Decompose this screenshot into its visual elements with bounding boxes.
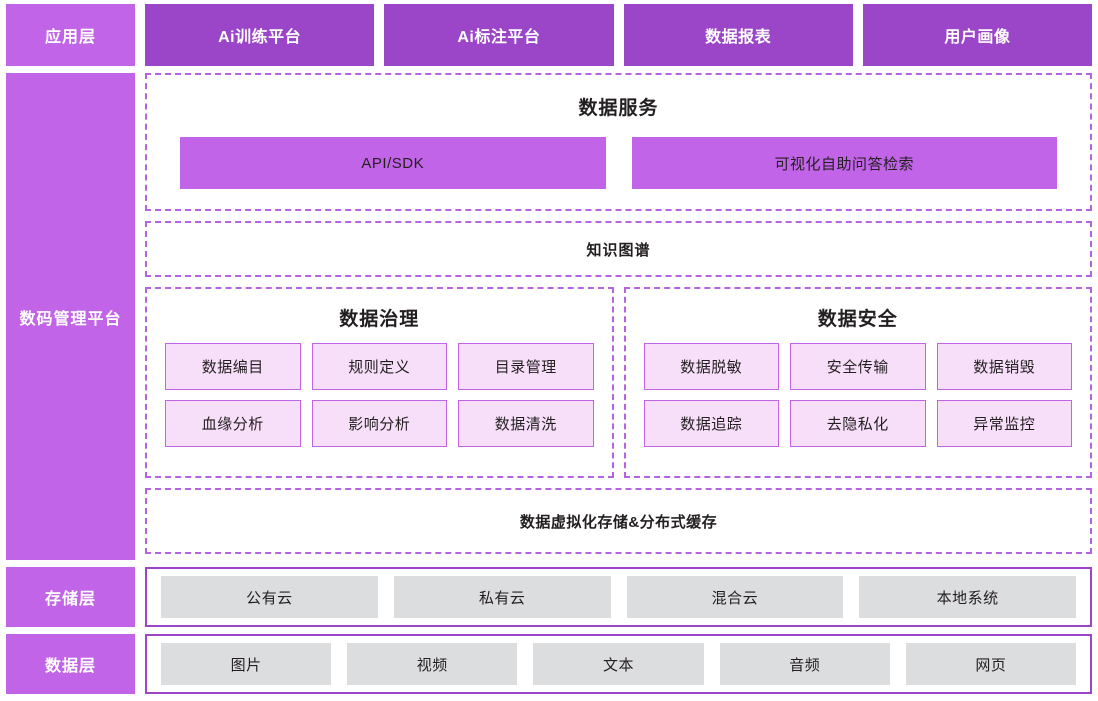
layer-label-data-text: 数据层	[44, 658, 96, 675]
security-tile-data-destruction[interactable]: 数据销毁	[936, 343, 1072, 390]
service-box-visual-qa-search[interactable]: 可视化自助问答检索	[631, 137, 1057, 189]
storage-layer-row: 存储层 公有云 私有云 混合云 本地系统	[6, 567, 1092, 627]
knowledge-graph-title: 知识图谱	[586, 241, 651, 259]
security-tile-secure-transfer[interactable]: 安全传输	[790, 343, 926, 390]
data-box-audio-label: 音频	[789, 656, 821, 674]
app-box-data-report-label: 数据报表	[705, 29, 772, 46]
data-virtualization-title: 数据虚拟化存储&分布式缓存	[519, 513, 718, 531]
data-service-title: 数据服务	[578, 98, 659, 119]
data-box-audio[interactable]: 音频	[719, 643, 890, 685]
storage-box-local-system-label: 本地系统	[936, 589, 999, 607]
platform-layer-body: 数据服务 API/SDK 可视化自助问答检索 知识图谱 数据治理	[145, 73, 1092, 560]
storage-layer-panel: 公有云 私有云 混合云 本地系统	[145, 567, 1092, 627]
app-box-ai-training-label: Ai训练平台	[218, 29, 302, 46]
data-layer-row: 数据层 图片 视频 文本 音频 网页	[6, 634, 1092, 694]
governance-tile-rule-definition[interactable]: 规则定义	[311, 343, 447, 390]
layer-label-application-text: 应用层	[44, 29, 96, 46]
service-box-api-sdk-label: API/SDK	[361, 154, 425, 172]
data-box-text[interactable]: 文本	[533, 643, 704, 685]
app-box-data-report[interactable]: 数据报表	[623, 4, 853, 66]
layer-label-storage-text: 存储层	[44, 591, 96, 608]
governance-tile-data-cleansing-label: 数据清洗	[494, 416, 557, 433]
layer-label-platform: 数码管理平台	[6, 73, 135, 560]
app-box-ai-annotation-label: Ai标注平台	[457, 29, 541, 46]
data-security-title: 数据安全	[817, 309, 898, 330]
layer-label-application: 应用层	[6, 4, 135, 66]
governance-tile-impact-analysis[interactable]: 影响分析	[311, 400, 447, 447]
storage-box-public-cloud-label: 公有云	[246, 589, 293, 607]
data-security-block: 数据安全 数据脱敏 安全传输 数据销毁 数据追踪	[623, 287, 1092, 478]
platform-layer-row: 数码管理平台 数据服务 API/SDK 可视化自助问答检索 知识图谱	[6, 73, 1092, 560]
application-layer-row: 应用层 Ai训练平台 Ai标注平台 数据报表 用户画像	[6, 4, 1092, 66]
app-box-user-profile[interactable]: 用户画像	[862, 4, 1092, 66]
data-box-webpage[interactable]: 网页	[905, 643, 1077, 685]
storage-box-public-cloud[interactable]: 公有云	[161, 576, 378, 618]
governance-tile-impact-analysis-label: 影响分析	[348, 416, 411, 433]
governance-tile-directory-management[interactable]: 目录管理	[458, 343, 594, 390]
data-box-video[interactable]: 视频	[347, 643, 518, 685]
layer-label-storage: 存储层	[6, 567, 135, 627]
app-box-ai-training[interactable]: Ai训练平台	[145, 4, 375, 66]
service-box-api-sdk[interactable]: API/SDK	[180, 137, 606, 189]
storage-box-private-cloud[interactable]: 私有云	[393, 576, 611, 618]
data-box-webpage-label: 网页	[975, 656, 1007, 674]
security-tile-data-masking-label: 数据脱敏	[680, 359, 743, 376]
governance-tile-rule-definition-label: 规则定义	[348, 359, 411, 376]
app-box-user-profile-label: 用户画像	[944, 29, 1011, 46]
layer-label-data: 数据层	[6, 634, 135, 694]
data-box-text-label: 文本	[603, 656, 635, 674]
governance-tile-data-cleansing[interactable]: 数据清洗	[458, 400, 594, 447]
governance-tile-directory-management-label: 目录管理	[494, 359, 557, 376]
data-layer-panel: 图片 视频 文本 音频 网页	[145, 634, 1092, 694]
storage-box-hybrid-cloud-label: 混合云	[711, 589, 759, 607]
governance-tile-data-catalog[interactable]: 数据编目	[165, 343, 301, 390]
governance-security-row: 数据治理 数据编目 规则定义 目录管理 血缘分析	[145, 287, 1092, 478]
data-security-tiles: 数据脱敏 安全传输 数据销毁 数据追踪 去隐私化	[643, 343, 1072, 447]
data-service-block: 数据服务 API/SDK 可视化自助问答检索	[145, 73, 1092, 211]
data-governance-block: 数据治理 数据编目 规则定义 目录管理 血缘分析	[145, 287, 614, 478]
governance-tile-lineage-analysis[interactable]: 血缘分析	[165, 400, 301, 447]
storage-box-hybrid-cloud[interactable]: 混合云	[626, 576, 844, 618]
data-governance-tiles: 数据编目 规则定义 目录管理 血缘分析 影响分析	[165, 343, 594, 447]
security-tile-data-tracing[interactable]: 数据追踪	[643, 400, 779, 447]
data-box-video-label: 视频	[416, 656, 448, 674]
security-tile-de-privacy[interactable]: 去隐私化	[790, 400, 926, 447]
governance-tile-data-catalog-label: 数据编目	[201, 359, 264, 376]
application-layer-boxes: Ai训练平台 Ai标注平台 数据报表 用户画像	[145, 4, 1092, 66]
security-tile-de-privacy-label: 去隐私化	[826, 416, 889, 433]
security-tile-data-destruction-label: 数据销毁	[973, 359, 1036, 376]
data-box-image[interactable]: 图片	[161, 643, 332, 685]
data-governance-title: 数据治理	[339, 309, 420, 330]
storage-box-private-cloud-label: 私有云	[478, 589, 526, 607]
service-box-visual-qa-search-label: 可视化自助问答检索	[774, 155, 914, 173]
app-box-ai-annotation[interactable]: Ai标注平台	[384, 4, 614, 66]
security-tile-anomaly-monitoring[interactable]: 异常监控	[936, 400, 1072, 447]
data-service-boxes: API/SDK 可视化自助问答检索	[180, 137, 1057, 189]
knowledge-graph-block: 知识图谱	[145, 221, 1092, 277]
data-virtualization-block: 数据虚拟化存储&分布式缓存	[145, 488, 1092, 554]
security-tile-data-masking[interactable]: 数据脱敏	[643, 343, 779, 390]
data-box-image-label: 图片	[230, 656, 262, 674]
storage-box-local-system[interactable]: 本地系统	[859, 576, 1076, 618]
governance-tile-lineage-analysis-label: 血缘分析	[201, 416, 264, 433]
security-tile-data-tracing-label: 数据追踪	[680, 416, 743, 433]
security-tile-secure-transfer-label: 安全传输	[826, 359, 889, 376]
security-tile-anomaly-monitoring-label: 异常监控	[973, 416, 1036, 433]
layer-label-platform-text: 数码管理平台	[19, 310, 122, 328]
